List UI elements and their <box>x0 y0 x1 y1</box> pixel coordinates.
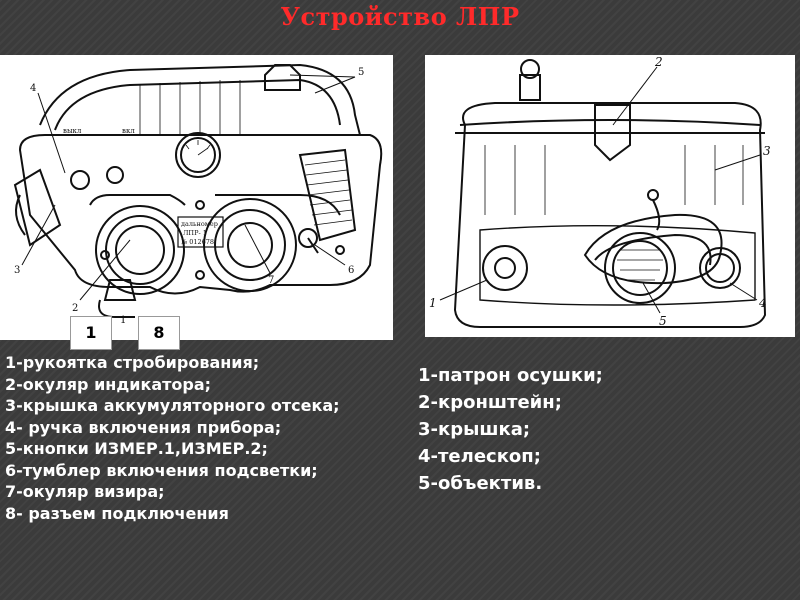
device-rear-drawing: 2 3 1 4 5 <box>425 55 795 337</box>
plate-line-1: дальномер <box>181 220 218 228</box>
list-item: 3-крышка; <box>418 419 531 440</box>
callout-1: 1 <box>120 315 126 326</box>
switch-label-on: вкл <box>122 127 135 135</box>
list-item: 2-окуляр индикатора; <box>5 374 212 394</box>
boxed-label-8: 8 <box>138 316 180 350</box>
front-parts-list: 1-рукоятка стробирования; 2-окуляр индик… <box>5 352 391 524</box>
list-item: 1-патрон осушки; <box>418 365 603 386</box>
callout-3: 3 <box>14 265 20 276</box>
device-front-drawing: 4 5 3 2 6 7 1 выкл вкл дальномер ЛПР- 1 … <box>0 55 393 340</box>
rear-callout-1: 1 <box>429 296 437 310</box>
list-item: 4-телескоп; <box>418 446 541 467</box>
plate-line-3: № 012678 <box>181 238 214 246</box>
boxed-label-1: 1 <box>70 316 112 350</box>
list-item: 7-окуляр визира; <box>5 482 165 501</box>
callout-5: 5 <box>358 67 364 78</box>
plate-line-2: ЛПР- 1 <box>183 229 207 237</box>
list-item: 5-кнопки ИЗМЕР.1,ИЗМЕР.2; <box>5 439 268 458</box>
rear-callout-4: 4 <box>758 296 767 310</box>
callout-6: 6 <box>348 265 354 276</box>
list-item: 4- ручка включения прибора; <box>5 417 282 437</box>
rear-callout-2: 2 <box>654 55 663 69</box>
device-front-svg: 4 5 3 2 6 7 1 выкл вкл дальномер ЛПР- 1 … <box>13 63 383 326</box>
rear-parts-list: 1-патрон осушки; 2-кронштейн; 3-крышка; … <box>418 362 788 497</box>
list-item: 8- разъем подключения <box>5 503 229 523</box>
list-item: 1-рукоятка стробирования; <box>5 353 260 372</box>
rear-callout-3: 3 <box>763 144 771 158</box>
callout-4: 4 <box>30 83 36 94</box>
callout-2: 2 <box>72 303 78 314</box>
page-title: Устройство ЛПР <box>280 2 520 31</box>
list-item: 6-тумблер включения подсветки; <box>5 460 318 480</box>
callout-7: 7 <box>268 275 274 286</box>
rear-callout-5: 5 <box>659 314 667 328</box>
list-item: 3-крышка аккумуляторного отсека; <box>5 396 340 415</box>
device-rear-svg: 2 3 1 4 5 <box>429 55 771 328</box>
list-item: 2-кронштейн; <box>418 392 562 413</box>
switch-label-off: выкл <box>63 127 82 135</box>
list-item: 5-объектив. <box>418 473 543 494</box>
